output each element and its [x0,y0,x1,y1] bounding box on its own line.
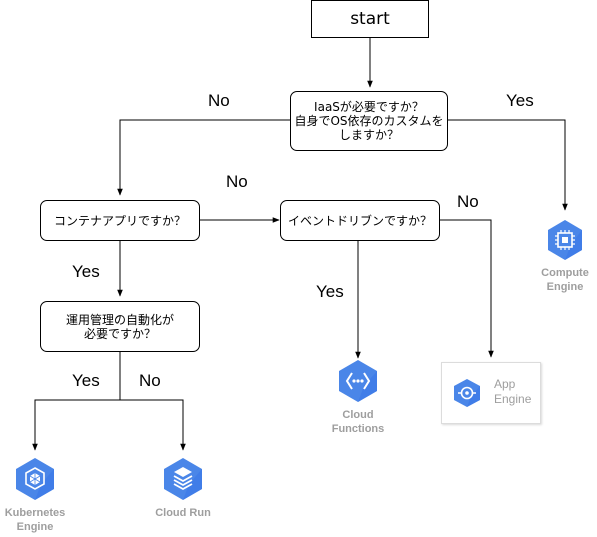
event-question-node: イベントドリブンですか？ [280,200,440,241]
compute-engine-icon [548,220,582,260]
cloud-run-service: Cloud Run [143,456,223,520]
edge-iaas-yes [448,119,568,211]
edge-label-iaas-no: No [208,91,230,111]
edge-label-iaas-yes: Yes [506,91,534,111]
ops-question-node: 運用管理の自動化が 必要ですか？ [40,301,200,352]
edge-label-event-yes: Yes [316,282,344,302]
edge-ops-no [120,399,186,451]
compute-engine-label: Compute Engine [541,267,589,293]
app-engine-icon [454,379,480,407]
edge-label-container-yes: Yes [72,262,100,282]
ops-question-label: 運用管理の自動化が 必要ですか？ [65,312,174,341]
container-question-node: コンテナアプリですか？ [40,200,200,241]
cloud-functions-icon [339,360,377,402]
app-engine-label: App Engine [494,377,532,406]
cloud-functions-service: Cloud Functions [318,358,398,436]
kubernetes-engine-icon [16,458,54,500]
edge-event-no [440,219,494,358]
edge-iaas-no [117,119,290,196]
kubernetes-engine-service: Kubernetes Engine [0,456,72,534]
start-node-label: start [350,9,390,29]
iaas-question-node: IaaSが必要ですか？ 自身でOS依存のカスタムを しますか？ [290,91,448,151]
iaas-question-label: IaaSが必要ですか？ 自身でOS依存のカスタムを しますか？ [294,100,444,142]
compute-engine-service: Compute Engine [525,218,597,294]
edge-label-event-no: No [457,192,479,212]
cloud-run-label: Cloud Run [155,507,211,519]
event-question-label: イベントドリブンですか？ [287,213,432,228]
app-engine-service-card: App Engine [441,362,541,424]
edge-label-ops-no: No [139,371,161,391]
cloud-run-icon [164,458,202,500]
container-question-label: コンテナアプリですか？ [53,213,186,228]
start-node: start [311,0,429,38]
cloud-functions-label: Cloud Functions [331,409,385,435]
edge-ops-yes [32,399,120,451]
edge-label-container-no: No [226,172,248,192]
edge-label-ops-yes: Yes [72,371,100,391]
kubernetes-engine-label: Kubernetes Engine [4,507,66,533]
